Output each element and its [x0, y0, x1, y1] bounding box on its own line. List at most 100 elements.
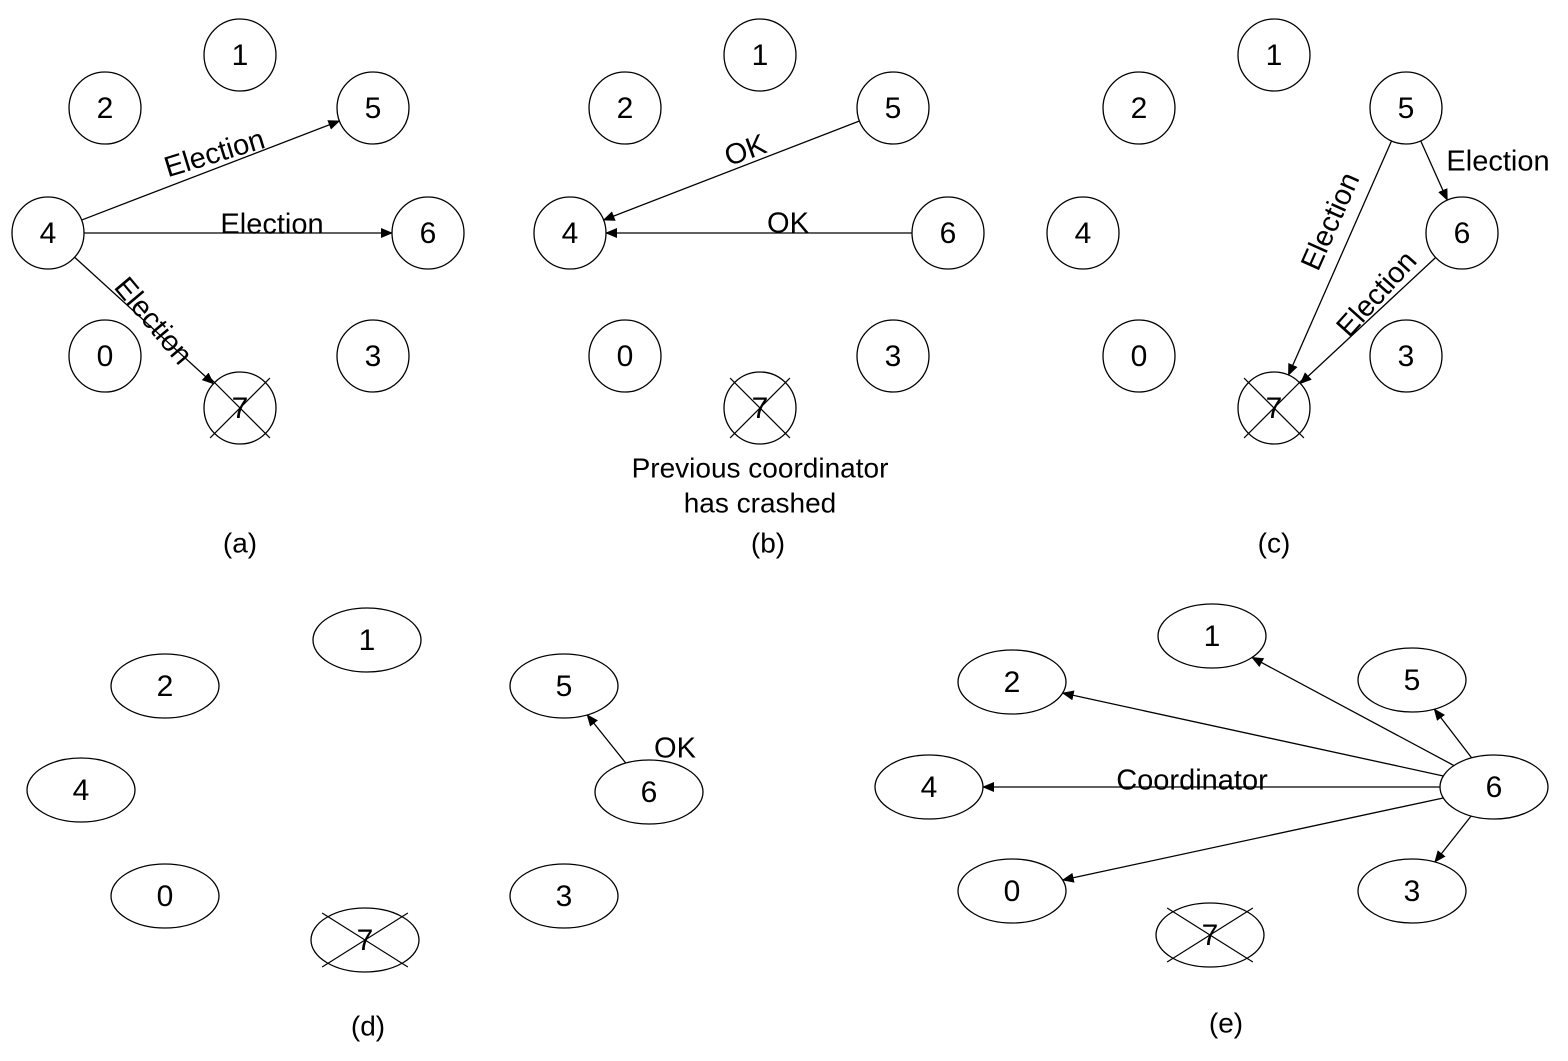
process-id-label: 6 [1454, 217, 1471, 250]
message-arrow-6-to-0 [1061, 797, 1444, 883]
process-node-2: 2 [957, 649, 1067, 715]
process-node-1: 1 [1157, 603, 1267, 669]
message-arrow-6-to-2 [1061, 690, 1444, 777]
process-id-label: 0 [1004, 875, 1021, 908]
panel-c: ElectionElectionElection12546037(c) [1046, 18, 1550, 558]
node-shape [856, 319, 930, 393]
node-shape [1046, 196, 1120, 270]
node-shape [68, 71, 142, 145]
node-shape [1237, 18, 1311, 92]
process-node-2: 2 [110, 653, 220, 719]
process-id-label: 5 [1398, 92, 1415, 125]
process-id-label: 4 [1075, 217, 1092, 250]
process-node-4: 4 [26, 757, 136, 823]
panel-caption: (a) [223, 527, 257, 558]
crashed-cross-icon [1243, 377, 1305, 439]
node-shape [110, 653, 220, 719]
message-arrow-4-to-5 [81, 120, 341, 221]
process-node-0: 0 [1102, 319, 1176, 393]
panel-caption: (e) [1209, 1007, 1243, 1038]
node-shape [723, 18, 797, 92]
process-id-label: 6 [641, 776, 658, 809]
process-node-7: 7 [1237, 371, 1311, 445]
process-id-label: 1 [1266, 39, 1283, 72]
process-node-7: 7 [723, 371, 797, 445]
process-node-1: 1 [312, 607, 422, 673]
process-id-label: 3 [365, 340, 382, 373]
node-shape [911, 196, 985, 270]
message-arrow-4-to-7 [74, 256, 215, 385]
process-id-label: 1 [752, 39, 769, 72]
node-shape [336, 71, 410, 145]
process-node-3: 3 [509, 863, 619, 929]
process-node-2: 2 [1102, 71, 1176, 145]
node-shape [203, 18, 277, 92]
process-node-1: 1 [723, 18, 797, 92]
process-node-6: 6 [911, 196, 985, 270]
process-node-7: 7 [203, 371, 277, 445]
process-id-label: 2 [1131, 92, 1148, 125]
process-id-label: 3 [556, 880, 573, 913]
process-id-label: 6 [940, 217, 957, 250]
process-id-label: 3 [885, 340, 902, 373]
message-label: Election [161, 123, 269, 184]
crash-note-line: Previous coordinator [632, 452, 889, 483]
node-shape [391, 196, 465, 270]
process-id-label: 4 [40, 217, 57, 250]
process-id-label: 4 [562, 217, 579, 250]
node-shape [312, 607, 422, 673]
node-shape [336, 319, 410, 393]
process-id-label: 4 [921, 771, 938, 804]
crashed-cross-icon [729, 377, 791, 439]
process-node-4: 4 [11, 196, 85, 270]
process-id-label: 4 [73, 774, 90, 807]
panel-a: ElectionElectionElection12546037(a) [11, 18, 465, 558]
node-shape [509, 863, 619, 929]
crash-note-line: has crashed [684, 487, 837, 518]
process-id-label: 0 [617, 340, 634, 373]
message-label: OK [720, 128, 771, 173]
message-label: Election [1446, 146, 1549, 178]
process-id-label: 0 [97, 340, 114, 373]
process-node-6: 6 [1425, 196, 1499, 270]
message-arrow-5-to-7 [1287, 140, 1393, 376]
process-node-5: 5 [336, 71, 410, 145]
node-shape [856, 71, 930, 145]
panel-caption: (c) [1258, 527, 1291, 558]
node-shape [1357, 647, 1467, 713]
node-shape [1369, 71, 1443, 145]
node-shape [1157, 603, 1267, 669]
message-label: Election [220, 209, 323, 241]
node-shape [11, 196, 85, 270]
node-shape [68, 319, 142, 393]
process-id-label: 5 [1404, 664, 1421, 697]
process-node-6: 6 [391, 196, 465, 270]
node-shape [110, 863, 220, 929]
message-arrow-6-to-7 [1299, 257, 1437, 385]
process-id-label: 5 [365, 92, 382, 125]
process-node-6: 6 [594, 759, 704, 825]
panel-caption: (d) [351, 1010, 385, 1041]
process-node-3: 3 [1369, 319, 1443, 393]
process-id-label: 0 [157, 880, 174, 913]
process-id-label: 0 [1131, 340, 1148, 373]
message-arrow-6-to-3 [1434, 815, 1472, 863]
message-arrow-6-to-5 [1433, 708, 1473, 759]
node-shape [594, 759, 704, 825]
panel-caption: (b) [751, 527, 785, 558]
node-shape [1439, 754, 1549, 820]
process-node-0: 0 [588, 319, 662, 393]
process-node-1: 1 [203, 18, 277, 92]
process-node-3: 3 [1357, 858, 1467, 924]
message-arrow-6-to-1 [1251, 656, 1455, 767]
crashed-cross-icon [1166, 907, 1254, 963]
process-node-0: 0 [68, 319, 142, 393]
node-shape [533, 196, 607, 270]
message-arrow-6-to-5 [586, 714, 627, 764]
process-id-label: 3 [1398, 340, 1415, 373]
panel-d: OK12546037(d) [26, 607, 704, 1041]
process-node-0: 0 [110, 863, 220, 929]
